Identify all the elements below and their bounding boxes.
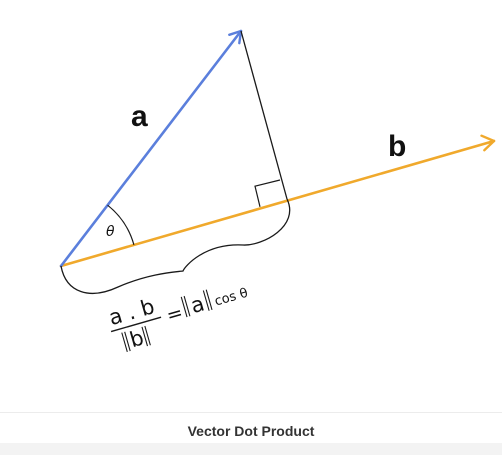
formula-denominator-norm-right bbox=[141, 326, 149, 347]
angle-arc-icon bbox=[107, 204, 135, 245]
vector-a-line bbox=[59, 29, 243, 268]
vector-b-arrowhead-icon bbox=[480, 134, 496, 152]
formula-denominator-norm-right-2 bbox=[144, 325, 151, 346]
vector-b-arrow bbox=[59, 134, 496, 268]
figure-caption: Vector Dot Product bbox=[187, 423, 315, 439]
formula-rhs-norm-left-2 bbox=[183, 295, 191, 317]
dot-product-diagram: a b θ a . b b = a cos θ bbox=[59, 29, 496, 353]
vector-a-arrow bbox=[59, 29, 243, 268]
formula-rhs-suffix: cos θ bbox=[213, 286, 250, 310]
projection-brace bbox=[60, 198, 291, 294]
formula-denominator-norm-left-2 bbox=[124, 331, 131, 352]
angle-label: θ bbox=[106, 224, 115, 240]
caption-bar: Vector Dot Product bbox=[0, 412, 502, 455]
formula-numerator: a . b bbox=[106, 294, 157, 330]
formula-rhs-norm-right bbox=[202, 290, 210, 311]
formula-rhs-norm-right-2 bbox=[205, 289, 213, 311]
vector-b-label: b bbox=[388, 130, 406, 163]
right-angle-marker-icon bbox=[254, 179, 281, 207]
footer-strip bbox=[0, 443, 502, 455]
projection-line bbox=[240, 30, 288, 200]
formula-fraction-bar bbox=[110, 316, 162, 333]
formula-rhs-norm-left bbox=[180, 296, 188, 318]
projection-formula: a . b b = a cos θ bbox=[106, 286, 250, 353]
formula-rhs-vector: a bbox=[188, 291, 207, 318]
vector-b-line bbox=[59, 139, 496, 268]
formula-denominator: b bbox=[127, 325, 146, 352]
vector-a-label: a bbox=[131, 100, 148, 133]
formula-denominator-norm-left bbox=[121, 332, 128, 353]
formula-equals: = bbox=[164, 302, 185, 328]
